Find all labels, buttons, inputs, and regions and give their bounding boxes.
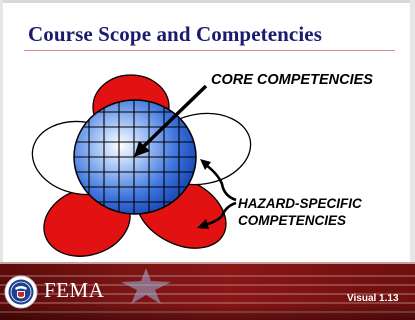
footer-flag-stripes — [0, 274, 415, 320]
frame-left-border — [0, 0, 3, 262]
title-divider — [24, 50, 395, 51]
footer-banner: FEMA Visual 1.13 — [0, 262, 415, 320]
fema-wordmark: FEMA — [44, 278, 105, 302]
hazard-label-line-1: HAZARD-SPECIFIC — [238, 196, 362, 211]
hazard-arrows — [197, 159, 237, 229]
footer-top-line — [0, 262, 415, 264]
frame-top-border — [0, 0, 415, 3]
core-arrow — [134, 84, 208, 157]
frame-right-border — [410, 0, 415, 262]
footer-shade — [0, 302, 415, 320]
hazard-label-line-2: COMPETENCIES — [238, 213, 347, 228]
star-icon — [121, 268, 171, 304]
slide-title: Course Scope and Competencies — [28, 22, 322, 46]
dhs-seal-icon — [4, 275, 38, 309]
hazard-specific-label: HAZARD-SPECIFIC COMPETENCIES — [238, 195, 362, 229]
visual-number: Visual 1.13 — [347, 293, 399, 304]
competency-diagram — [31, 74, 252, 257]
core-competencies-label: CORE COMPETENCIES — [211, 72, 373, 88]
